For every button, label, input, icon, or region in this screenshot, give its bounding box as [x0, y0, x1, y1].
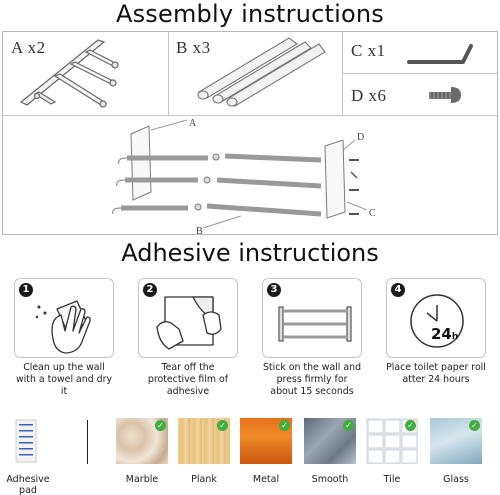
surface-glass: ✓ Glass — [430, 418, 482, 485]
metal-swatch: ✓ — [240, 418, 292, 464]
smooth-swatch: ✓ — [304, 418, 356, 464]
surface-label: Adhesive pad — [6, 474, 50, 495]
surface-label: Marble — [125, 474, 159, 485]
check-icon: ✓ — [217, 420, 228, 431]
step-text: Clean up the wall with a towel and dry i… — [16, 362, 112, 397]
step-number: 1 — [19, 283, 33, 297]
callout-c: C — [369, 208, 376, 219]
part-d-label: D x6 — [351, 86, 387, 105]
part-b-label: B x3 — [176, 38, 211, 57]
step-card: 3 — [262, 278, 362, 358]
step-2: 2 Tear off the protective film of adhesi… — [138, 278, 238, 398]
part-a-bracket-drawing — [19, 39, 119, 108]
clock-icon — [410, 294, 464, 348]
step-number: 2 — [143, 283, 157, 297]
check-icon: ✓ — [279, 420, 290, 431]
surface-label: Metal — [252, 474, 280, 485]
step-card: 2 — [138, 278, 238, 358]
divider — [87, 420, 88, 464]
part-b-rods-drawing — [197, 37, 326, 107]
hex-key-icon — [407, 44, 473, 64]
divider — [342, 73, 497, 74]
surface-label: Plank — [191, 474, 217, 485]
step-number: 3 — [267, 283, 281, 297]
check-icon: ✓ — [343, 420, 354, 431]
surface-tile: ✓ Tile — [366, 418, 418, 485]
surface-adhesive-pad: Adhesive pad — [6, 418, 50, 495]
peel-film-icon — [156, 296, 222, 350]
step-number: 4 — [391, 283, 405, 297]
callout-a: A — [189, 118, 197, 129]
check-icon: ✓ — [405, 420, 416, 431]
step-4: 4 24h Place toilet paper roll atter 24 h… — [386, 278, 486, 386]
step-card: 4 24h — [386, 278, 486, 358]
part-c-label: C x1 — [351, 41, 386, 60]
assembly-diagram: A B C D — [112, 118, 376, 235]
surface-label: Glass — [443, 474, 469, 485]
adhesive-pad-icon — [15, 419, 37, 463]
step-text: Tear off the protective film of adhesive — [147, 362, 229, 397]
hand-cleaning-icon — [35, 300, 91, 354]
surface-label: Tile — [383, 474, 401, 485]
tile-swatch: ✓ — [366, 418, 418, 464]
divider — [168, 32, 169, 115]
surface-marble: ✓ Marble — [116, 418, 168, 485]
clock-unit: h — [451, 332, 459, 342]
step-text: Place toilet paper roll atter 24 hours — [386, 362, 486, 385]
rack-on-wall-icon — [278, 306, 352, 342]
surface-plank: ✓ Plank — [178, 418, 230, 485]
clock-number: 24 — [431, 325, 452, 343]
step-card: 1 — [14, 278, 114, 358]
surface-types: Adhesive pad ✓ Marble ✓ Plank ✓ Metal ✓ … — [0, 418, 500, 495]
step-text: Stick on the wall and press firmly for a… — [262, 362, 362, 397]
check-icon: ✓ — [155, 420, 166, 431]
adhesive-pad-image — [8, 418, 48, 464]
parts-panel: A x2 B x3 C x1 D x6 — [2, 31, 498, 235]
surface-metal: ✓ Metal — [240, 418, 292, 485]
callout-b: B — [196, 226, 203, 235]
part-a-label: A x2 — [11, 38, 46, 57]
tile-grid — [367, 419, 418, 464]
step-1: 1 Clean up the wall with a towel and dry… — [14, 278, 114, 398]
clock-hours: 24h — [431, 325, 458, 343]
step-3: 3 Stick on the wall and press firmly for… — [262, 278, 362, 398]
plank-swatch: ✓ — [178, 418, 230, 464]
surface-label: Smooth — [311, 474, 349, 485]
screw-icon — [429, 87, 461, 103]
glass-swatch: ✓ — [430, 418, 482, 464]
adhesive-title: Adhesive instructions — [121, 239, 379, 267]
marble-swatch: ✓ — [116, 418, 168, 464]
check-icon: ✓ — [469, 420, 480, 431]
assembly-title: Assembly instructions — [115, 0, 385, 28]
divider — [3, 115, 497, 116]
surface-smooth: ✓ Smooth — [304, 418, 356, 485]
adhesive-steps: 1 Clean up the wall with a towel and dry… — [8, 278, 492, 397]
callout-d: D — [357, 132, 364, 143]
